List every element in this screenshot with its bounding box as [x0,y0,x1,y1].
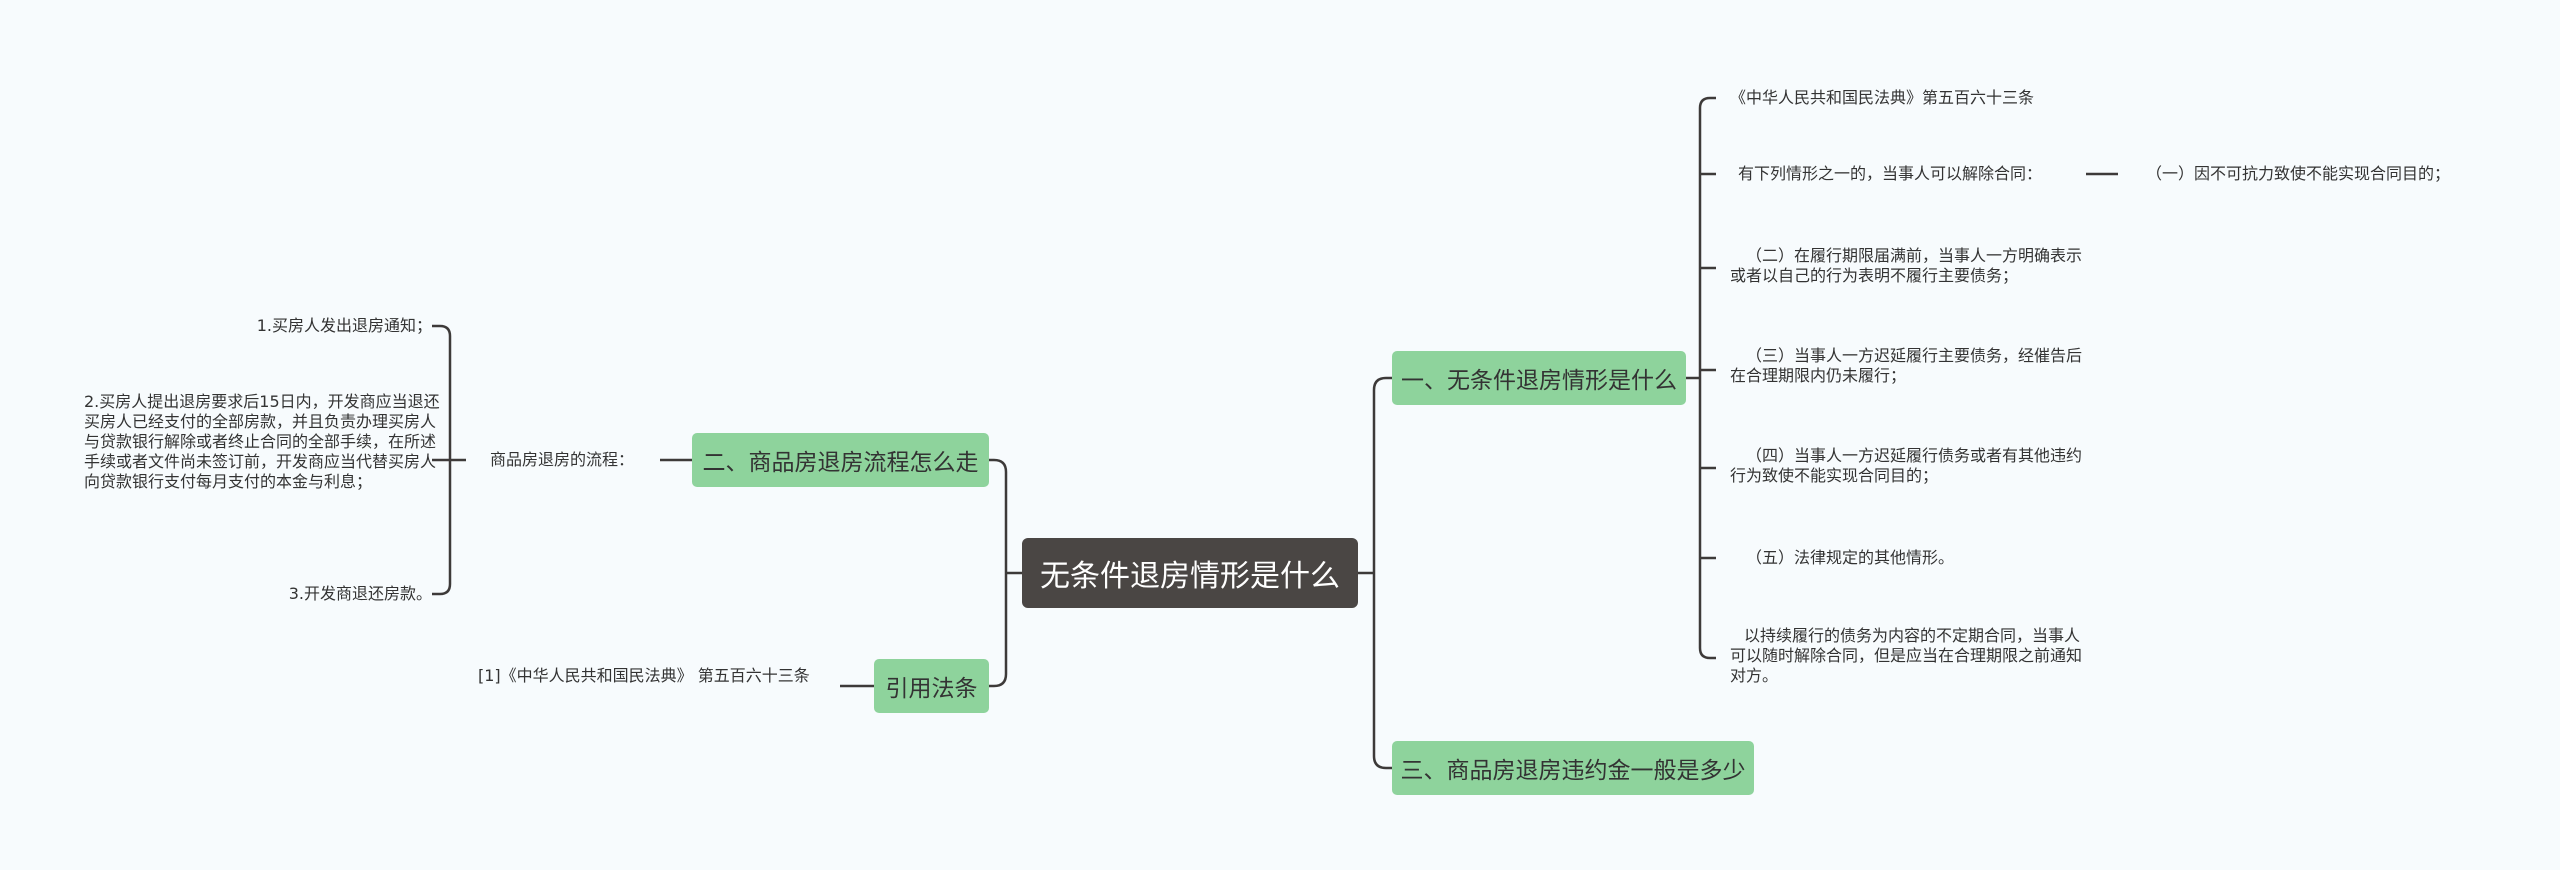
branch-label-4: 引用法条 [885,676,978,702]
leaf-step-3: 3.开发商退还房款。 [288,584,432,603]
branch-node-1[interactable]: 一、无条件退房情形是什么 [1392,351,1686,405]
branch-node-3[interactable]: 三、商品房退房违约金一般是多少 [1392,741,1754,795]
branch-label-2: 二、商品房退房流程怎么走 [702,450,979,476]
leaf-step-2: 2.买房人提出退房要求后15日内，开发商应当退还买房人已经支付的全部房款，并且负… [84,392,440,491]
leaf-step-1: 1.买房人发出退房通知； [256,316,432,335]
leaf-citation: [1]《中华人民共和国民法典》 第五百六十三条 [478,666,810,685]
leaf-item-4: （四）当事人一方迟延履行债务或者有其他违约行为致使不能实现合同目的； [1730,446,2083,485]
branch-label-1: 一、无条件退房情形是什么 [1401,368,1677,394]
root-node[interactable]: 无条件退房情形是什么 [1022,538,1358,608]
branch-node-2[interactable]: 二、商品房退房流程怎么走 [692,433,989,487]
root-label: 无条件退房情形是什么 [1040,559,1340,594]
leaf-intro: 有下列情形之一的，当事人可以解除合同： [1738,164,2043,183]
leaf-law-title: 《中华人民共和国民法典》第五百六十三条 [1730,88,2035,107]
branch-label-3: 三、商品房退房违约金一般是多少 [1400,758,1746,784]
leaf-item-3: （三）当事人一方迟延履行主要债务，经催告后在合理期限内仍未履行； [1730,346,2083,385]
leaf-item-5: （五）法律规定的其他情形。 [1746,548,1955,567]
branch-node-4[interactable]: 引用法条 [874,659,989,713]
leaf-item-1: （一）因不可抗力致使不能实现合同目的； [2146,164,2451,183]
leaf-process-label: 商品房退房的流程： [490,450,635,469]
leaf-item-6: 以持续履行的债务为内容的不定期合同，当事人可以随时解除合同，但是应当在合理期限之… [1730,626,2083,685]
leaf-item-2: （二）在履行期限届满前，当事人一方明确表示或者以自己的行为表明不履行主要债务； [1730,246,2083,285]
